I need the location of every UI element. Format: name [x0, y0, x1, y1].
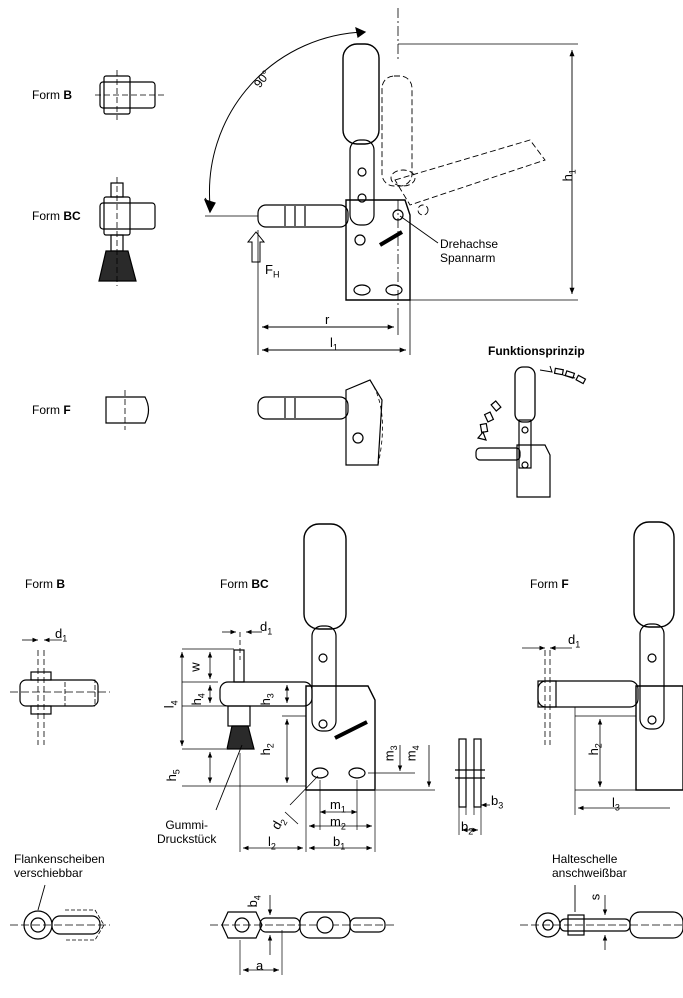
bottom-form-bc-view: [179, 523, 435, 852]
dim-d1-f: d1: [568, 632, 581, 650]
top-form-f-view: [105, 390, 150, 430]
dim-b4: b4: [244, 895, 263, 908]
pivot-label: Drehachse Spannarm: [440, 237, 499, 265]
dim-h4: h4: [188, 693, 207, 706]
bottom-form-b-view: [10, 637, 110, 745]
label-bottom-form-bc: Form BC: [220, 577, 269, 591]
dim-s: s: [587, 893, 603, 901]
dim-l1: l1: [330, 335, 338, 353]
plan-view-bc: [210, 895, 395, 975]
label-bottom-form-f: Form F: [530, 577, 569, 591]
dim-m4: m4: [403, 745, 422, 762]
dim-b3: b3: [491, 793, 504, 811]
dim-m3: m3: [381, 745, 400, 762]
label-bottom-form-b: Form B: [25, 577, 66, 591]
dim-l3: l3: [612, 795, 620, 813]
bottom-form-f-view: [522, 521, 683, 815]
dim-a: a: [256, 958, 264, 973]
dim-h2-f: h2: [585, 743, 604, 756]
function-principle-title: Funktionsprinzip: [488, 344, 585, 358]
dim-h3: h3: [257, 693, 276, 706]
function-principle-icon: [475, 365, 587, 498]
dim-d1-b: d1: [55, 626, 68, 644]
flange-washer-label: Flankenscheiben verschiebbar: [14, 852, 105, 880]
top-form-b-view: [95, 70, 165, 120]
dim-m2: m2: [330, 814, 346, 832]
dim-d1-bc: d1: [260, 619, 273, 637]
dim-r: r: [325, 312, 330, 327]
rubber-pressure-label: Gummi- Druckstück: [157, 818, 217, 846]
dim-l4: l4: [161, 700, 180, 709]
dim-h5: h5: [163, 769, 182, 782]
plan-view-flange: [10, 884, 110, 941]
holding-clamp-label: Halteschelle anschweißbar: [552, 852, 627, 880]
plan-view-f: [520, 885, 683, 950]
top-form-bc-view: [98, 177, 156, 286]
label-top-form-b: Form B: [32, 88, 73, 102]
dim-m1: m1: [330, 797, 346, 815]
bottom-b2-b3-view: [455, 738, 490, 835]
label-top-form-bc: Form BC: [32, 209, 81, 223]
force-label: FH: [265, 262, 280, 280]
dim-w: w: [187, 662, 203, 672]
dim-l2: l2: [268, 834, 276, 852]
label-top-form-f: Form F: [32, 403, 71, 417]
dim-h1: h1: [559, 169, 578, 182]
top-form-f-clamp-fragment: [257, 379, 383, 466]
dim-b1: b1: [333, 834, 346, 852]
dim-b2: b2: [461, 819, 474, 837]
main-clamp-view: [203, 8, 578, 355]
dim-h2-bc: h2: [257, 743, 276, 756]
